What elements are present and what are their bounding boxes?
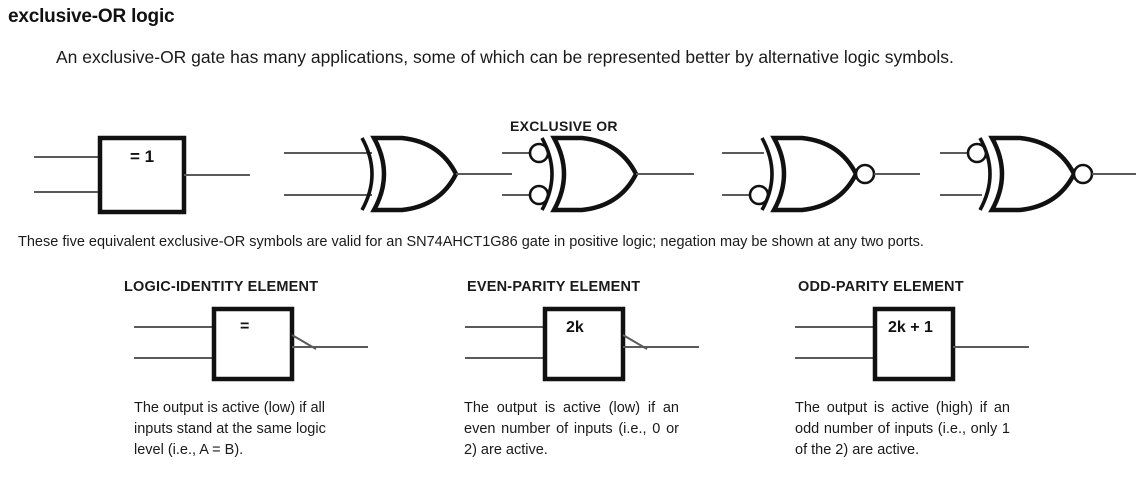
heading-even-parity-element: EVEN-PARITY ELEMENT [467,279,641,295]
gate-body-shape [770,135,859,213]
symbol-logic-identity-element: = [130,303,370,385]
output-negation-bubble [1072,163,1094,185]
gate-body-shape [370,135,459,213]
element-box-label: 2k + 1 [888,319,933,336]
gate-label: = 1 [130,147,154,166]
description-odd-parity-element: The output is active (high) if an odd nu… [795,400,1010,458]
heading-logic-identity-element: LOGIC-IDENTITY ELEMENT [124,279,319,295]
symbol-row: = 1 [0,132,1145,216]
gate-body-shape [988,135,1077,213]
description-logic-identity-element: The output is active (low) if all inputs… [134,400,326,458]
symbol-odd-parity-element: 2k + 1 [791,303,1031,385]
symbol-xor-lower-input-and-output-negated [718,132,948,216]
page-title: exclusive-OR logic [8,6,175,27]
xor-back-arc [978,137,992,211]
symbol-iec-rectangle-xor: = 1 [12,132,250,216]
xor-back-arc [760,137,774,211]
gate-body-shape [550,135,639,213]
output-negation-bubble [854,163,876,185]
intro-paragraph: An exclusive-OR gate has many applicatio… [56,47,954,67]
symbol-even-parity-element: 2k [461,303,701,385]
equivalence-caption: These five equivalent exclusive-OR symbo… [18,234,924,250]
description-even-parity-element: The output is active (low) if an even nu… [464,400,679,458]
symbol-xor-both-inputs-negated [498,132,728,216]
exclusive-or-heading: EXCLUSIVE OR [510,118,618,134]
heading-odd-parity-element: ODD-PARITY ELEMENT [798,279,964,295]
element-body-rectangle [211,306,295,382]
xor-back-arc [540,137,554,211]
xor-back-arc [360,137,374,211]
symbol-xor-upper-input-and-output-negated [938,132,1145,216]
gate-body-rectangle [97,135,187,215]
active-low-slash-marker [622,334,648,350]
symbol-distinctive-xor [280,132,512,216]
element-box-label: 2k [566,319,584,336]
element-body-rectangle [542,306,626,382]
active-low-slash-marker [291,334,317,350]
element-box-label: = [240,318,249,335]
element-body-rectangle [872,306,956,382]
